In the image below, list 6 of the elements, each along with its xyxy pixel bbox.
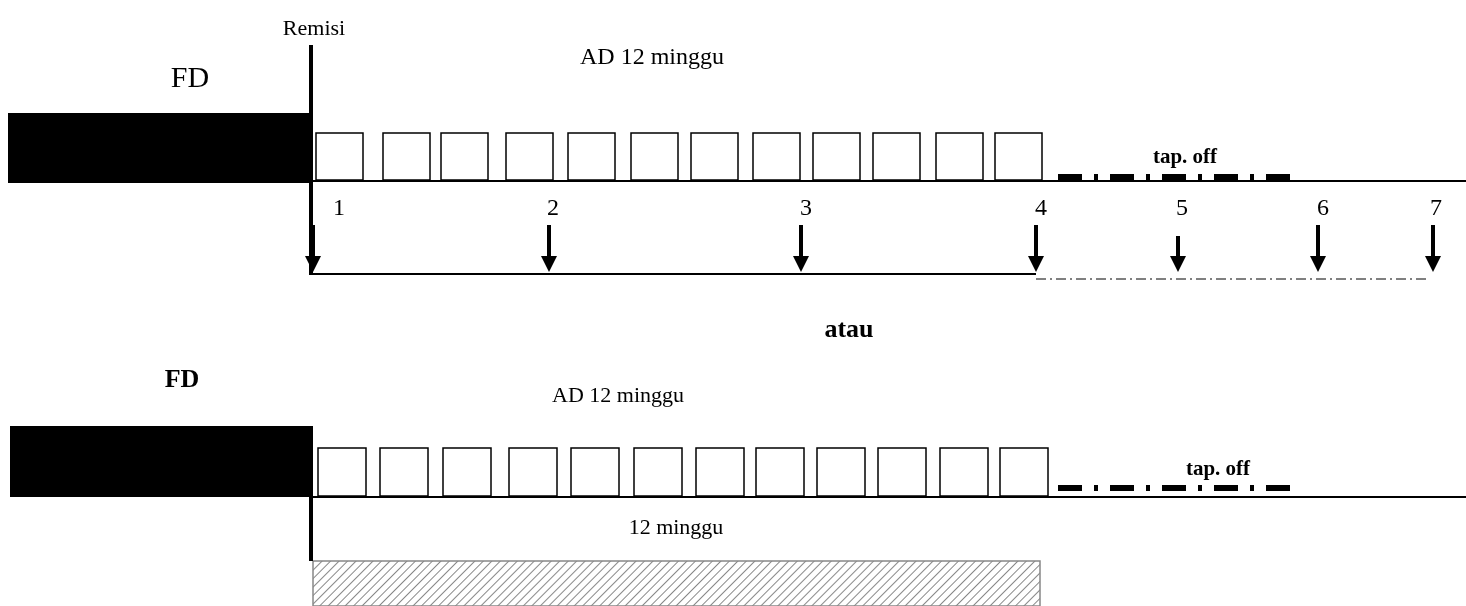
phase-label: tap. off bbox=[1185, 458, 1251, 479]
treatment-bar bbox=[10, 426, 313, 497]
hatched-bar bbox=[312, 560, 1041, 606]
connector-line bbox=[309, 497, 313, 561]
treatment-bar bbox=[8, 113, 312, 183]
phase-label: tap. off bbox=[1152, 146, 1218, 167]
